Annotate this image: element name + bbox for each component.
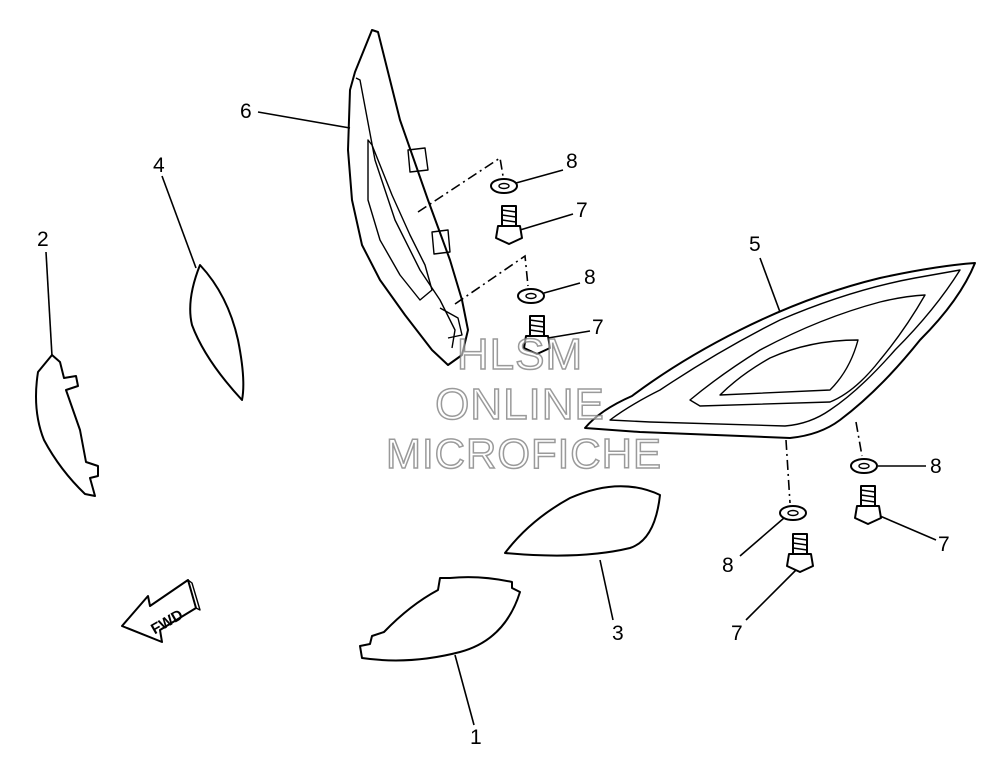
bolt-7-lower: [786, 533, 814, 573]
callout-washer-right: 8: [930, 455, 942, 478]
part-4-lens: [189, 264, 245, 401]
washer-8-lower: [779, 505, 807, 521]
part-5-frame: [584, 262, 976, 439]
callout-part-6: 6: [240, 100, 252, 123]
callout-bolt-right: 7: [938, 533, 950, 556]
callout-part-5: 5: [749, 233, 761, 256]
callout-part-3: 3: [612, 622, 624, 645]
washer-8-middle: [517, 288, 545, 304]
callout-bolt-middle: 7: [592, 316, 604, 339]
callout-labels: 6 4 2 8 7 8 7 5 8 7 8 7 3 1: [37, 100, 950, 749]
bolt-7-middle: [523, 315, 551, 355]
leader-lines: [45, 111, 937, 726]
callout-part-1: 1: [470, 726, 482, 749]
part-3-lens: [504, 485, 661, 557]
bolt-7-right: [854, 485, 882, 525]
fwd-arrow-icon: FWD: [121, 579, 201, 643]
callout-part-4: 4: [153, 154, 165, 177]
part-2-side-lens: [35, 354, 99, 497]
callout-bolt-lower: 7: [731, 622, 743, 645]
part-1-lens: [359, 576, 521, 662]
callout-washer-middle: 8: [584, 266, 596, 289]
bolt-7-upper: [495, 205, 523, 245]
part-6-cover-panel: [347, 29, 469, 366]
callout-part-2: 2: [37, 228, 49, 251]
assembly-lines: [417, 156, 863, 504]
washer-8-right: [850, 458, 878, 474]
callout-washer-upper: 8: [566, 150, 578, 173]
washer-8-upper: [490, 178, 518, 194]
callout-bolt-upper: 7: [576, 199, 588, 222]
callout-washer-lower: 8: [722, 554, 734, 577]
